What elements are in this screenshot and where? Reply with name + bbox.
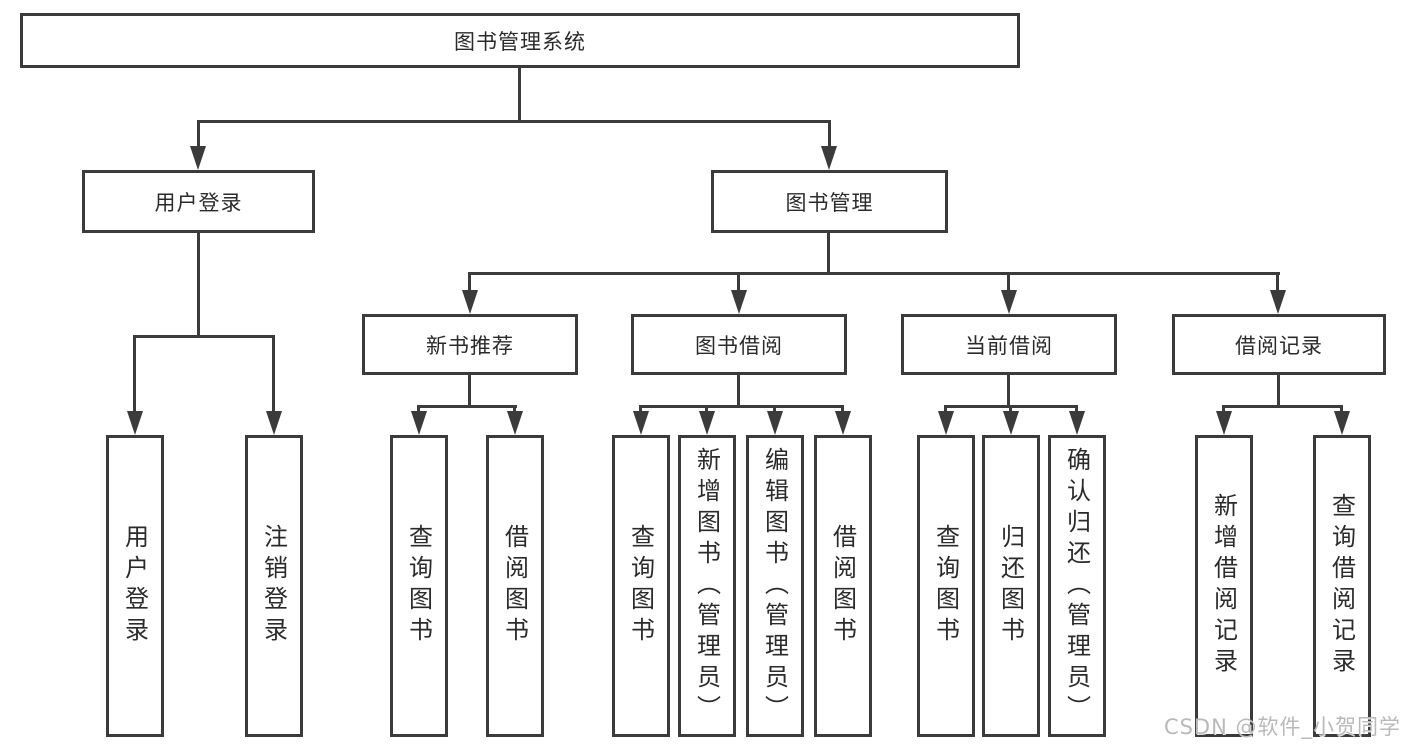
- connector-stem-br-leaf1: [1222, 405, 1225, 413]
- arrowhead-bb-leaf4: [835, 411, 851, 435]
- arrowhead-book-borrow: [731, 290, 747, 314]
- leaf-add-book-admin: 新增图书（管理员）: [678, 435, 736, 737]
- leaf-borrow-books-recommend: 借阅图书: [486, 435, 544, 737]
- leaf-query-books-recommend: 查询图书: [390, 435, 448, 737]
- connector-stem-cb-leaf3: [1075, 405, 1078, 413]
- leaf-query-books-borrow: 查询图书: [612, 435, 670, 737]
- leaf-query-borrow-record: 查询借阅记录: [1313, 435, 1371, 737]
- connector-stem-user-login: [197, 120, 200, 148]
- connector-root-stem: [518, 68, 521, 123]
- leaf-user-login: 用户登录: [106, 435, 164, 737]
- connector-current-stem: [1007, 375, 1010, 407]
- arrowhead-new-book: [462, 290, 478, 314]
- connector-bookmgmt-stem: [827, 232, 830, 274]
- connector-root-rail: [197, 120, 831, 123]
- connector-stem-new-book: [468, 272, 471, 292]
- connector-stem-bb-leaf1: [639, 405, 642, 413]
- leaf-return-books: 归还图书: [982, 435, 1040, 737]
- connector-records-rail: [1222, 405, 1343, 408]
- connector-borrow-rail: [639, 405, 843, 408]
- leaf-add-borrow-record: 新增借阅记录: [1195, 435, 1253, 737]
- connector-userlogin-stem: [197, 232, 200, 335]
- connector-stem-book-management: [828, 120, 831, 148]
- arrowhead-br-leaf2: [1334, 411, 1350, 435]
- leaf-confirm-return-admin: 确认归还（管理员）: [1048, 435, 1106, 737]
- connector-stem-bb-leaf4: [841, 405, 844, 413]
- leaf-borrow-books-borrow: 借阅图书: [814, 435, 872, 737]
- arrowhead-br-leaf1: [1216, 411, 1232, 435]
- connector-stem-cb-leaf1: [944, 405, 947, 413]
- connector-stem-bb-leaf3: [773, 405, 776, 413]
- arrowhead-book-management: [821, 146, 837, 170]
- connector-newbook-stem: [468, 375, 471, 407]
- node-root: 图书管理系统: [20, 13, 1020, 68]
- node-current-borrow: 当前借阅: [901, 314, 1117, 375]
- connector-bookmgmt-rail: [469, 272, 1280, 275]
- arrowhead-nb-leaf1: [411, 411, 427, 435]
- arrowhead-cb-leaf3: [1069, 411, 1085, 435]
- leaf-edit-book-admin: 编辑图书（管理员）: [746, 435, 804, 737]
- arrowhead-cb-leaf2: [1003, 411, 1019, 435]
- node-user-login: 用户登录: [82, 170, 315, 233]
- arrowhead-cb-leaf1: [938, 411, 954, 435]
- connector-stem-current-borrow: [1007, 272, 1010, 292]
- watermark: CSDN @软件_小贺同学: [1163, 715, 1401, 739]
- connector-stem-nb-leaf1: [417, 405, 420, 413]
- connector-stem-cb-leaf2: [1009, 405, 1012, 413]
- connector-stem-book-borrow: [737, 272, 740, 292]
- arrowhead-bb-leaf2: [699, 411, 715, 435]
- node-book-borrow: 图书借阅: [631, 314, 847, 375]
- connector-stem-borrow-records: [1276, 272, 1279, 292]
- connector-stem-bb-leaf2: [705, 405, 708, 413]
- connector-stem-leaf-userlogin: [133, 335, 136, 413]
- arrowhead-nb-leaf2: [507, 411, 523, 435]
- arrowhead-bb-leaf1: [633, 411, 649, 435]
- arrowhead-borrow-records: [1270, 290, 1286, 314]
- arrowhead-leaf-logout: [266, 411, 282, 435]
- leaf-logout: 注销登录: [245, 435, 303, 737]
- connector-newbook-rail: [417, 405, 517, 408]
- connector-userlogin-rail: [133, 335, 275, 338]
- arrowhead-current-borrow: [1001, 290, 1017, 314]
- node-borrow-records: 借阅记录: [1172, 314, 1386, 375]
- connector-stem-nb-leaf2: [513, 405, 516, 413]
- node-book-management: 图书管理: [711, 170, 948, 233]
- arrowhead-user-login: [190, 146, 206, 170]
- arrowhead-leaf-userlogin: [127, 411, 143, 435]
- leaf-query-books-current: 查询图书: [917, 435, 975, 737]
- connector-stem-leaf-logout: [272, 335, 275, 413]
- arrowhead-bb-leaf3: [767, 411, 783, 435]
- connector-borrow-stem: [737, 375, 740, 407]
- connector-records-stem: [1277, 375, 1280, 407]
- node-new-book-recommend: 新书推荐: [362, 314, 578, 375]
- connector-stem-br-leaf2: [1340, 405, 1343, 413]
